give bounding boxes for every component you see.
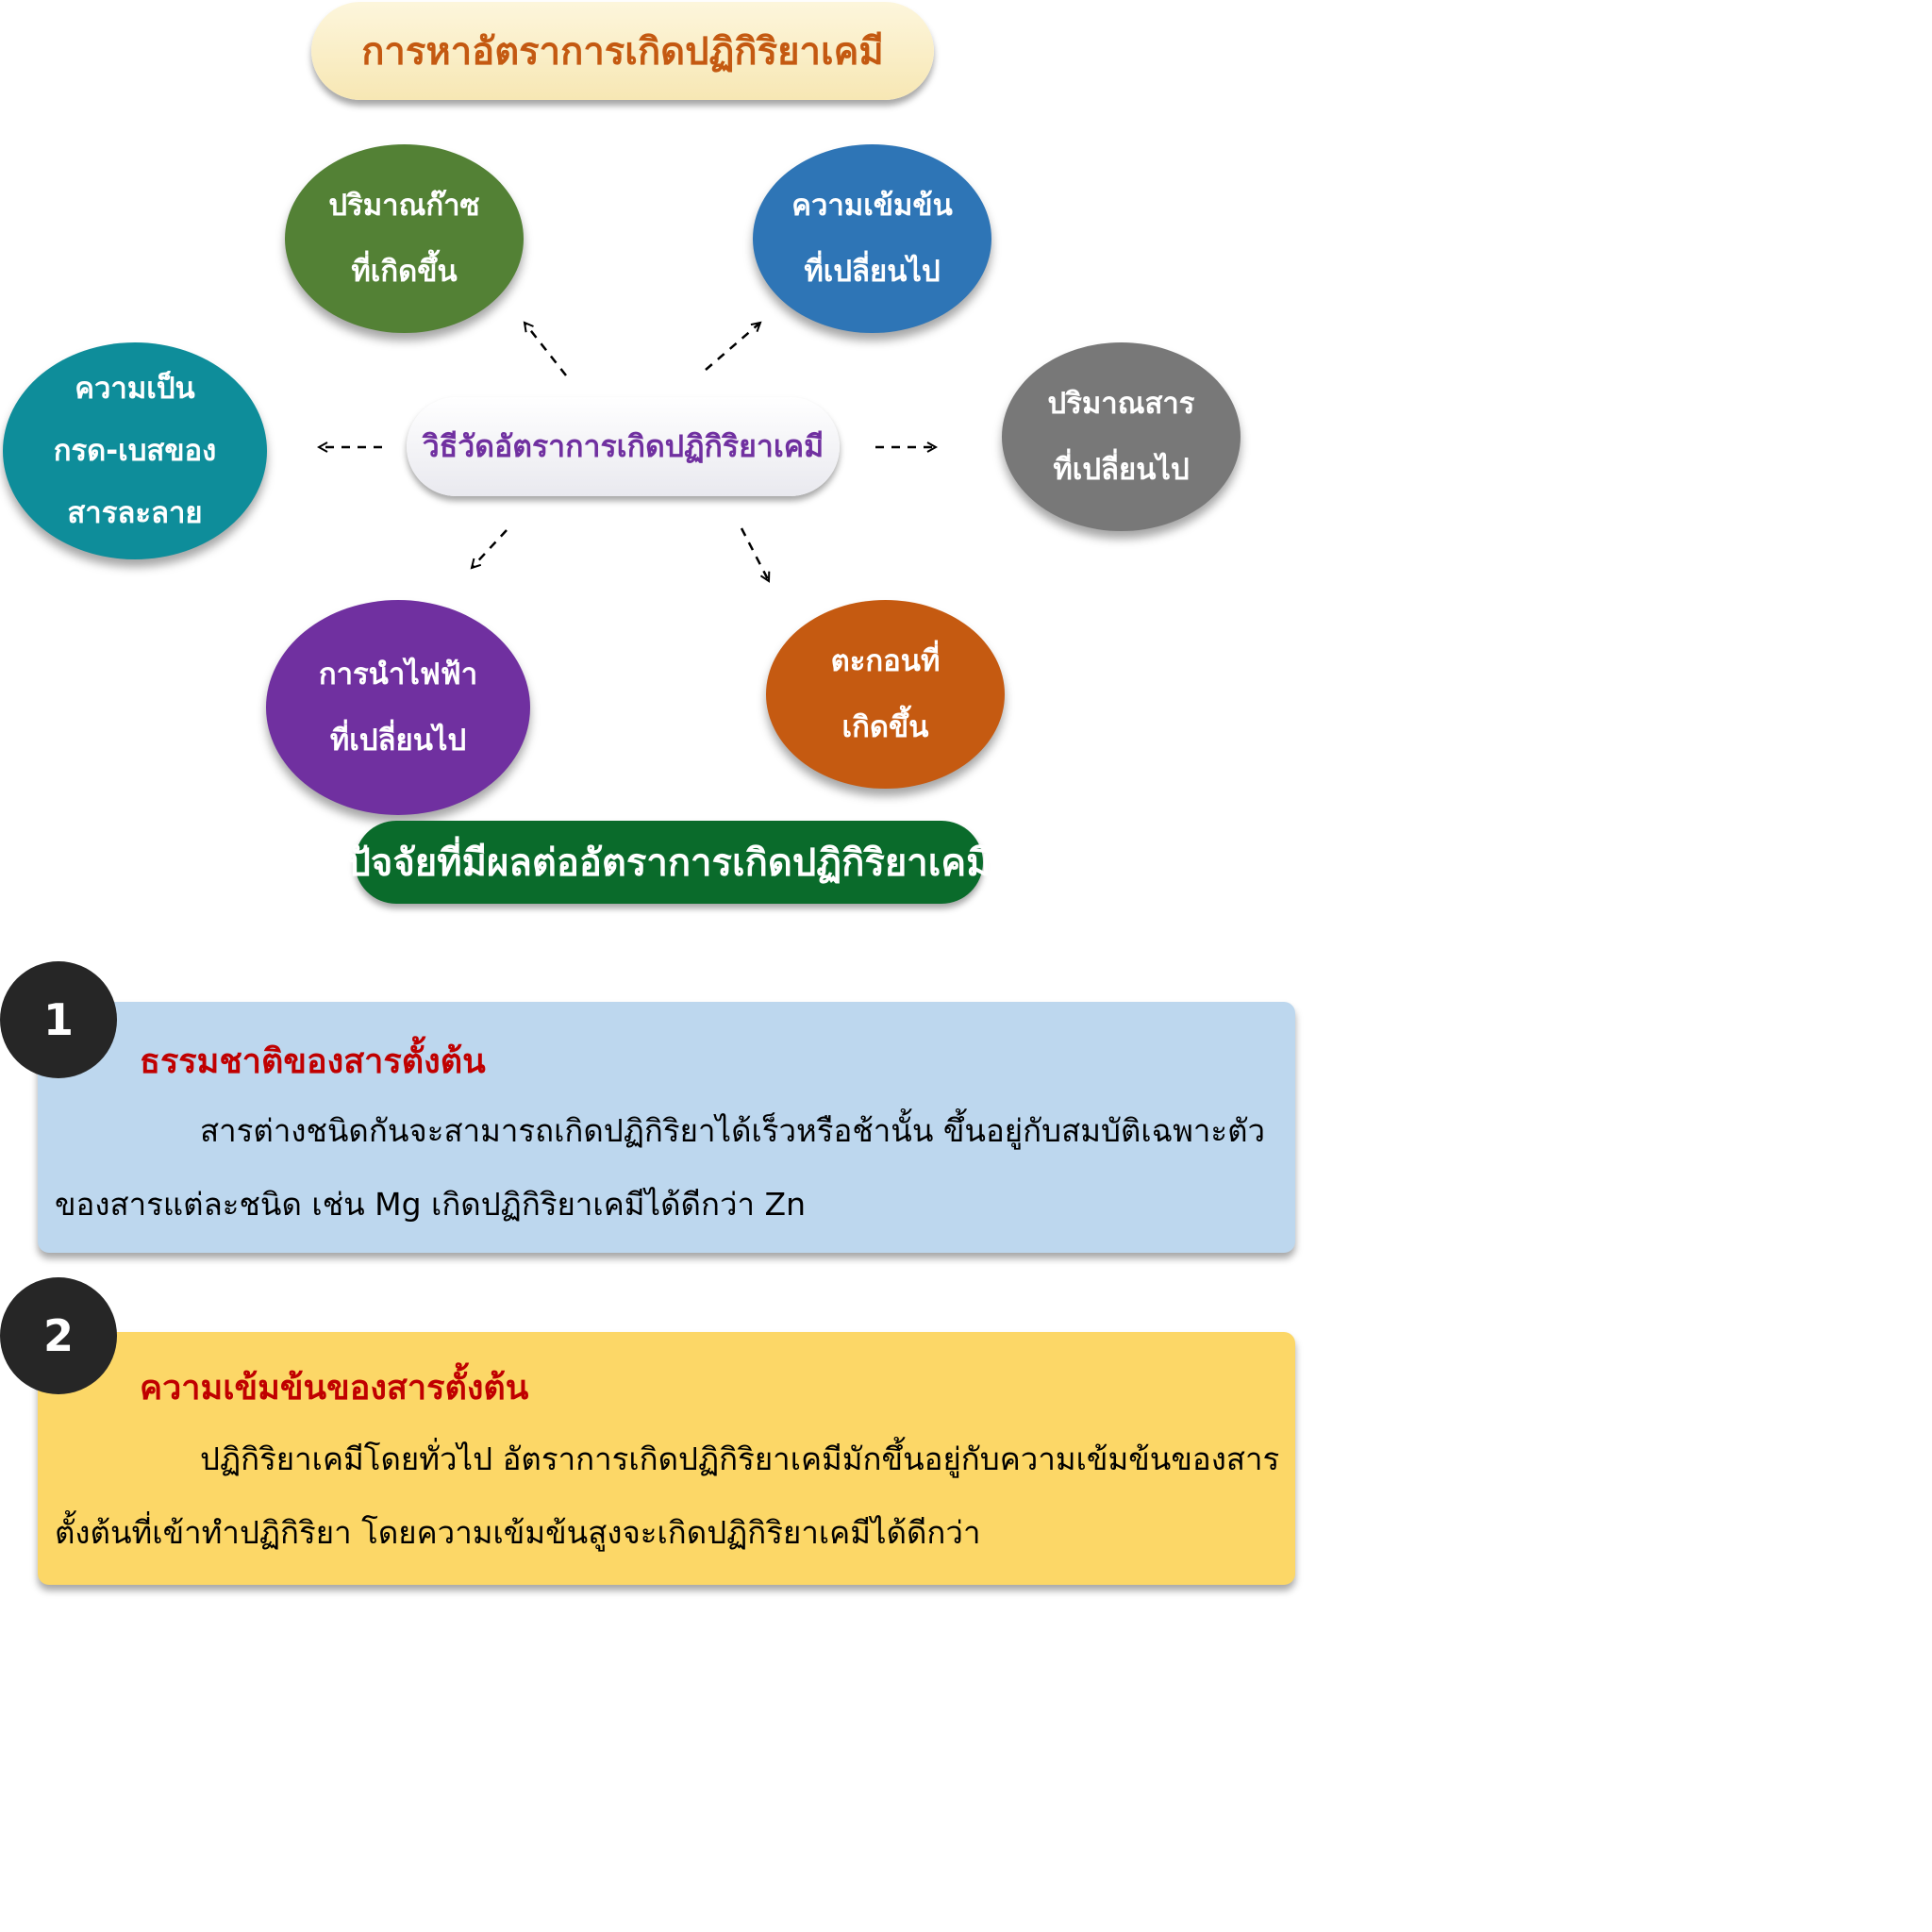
bubble-concentration-line-2: ที่เปลี่ยนไป: [804, 255, 941, 289]
arrow-to-conductivity: [472, 529, 508, 568]
bubble-gas-line-2: ที่เกิดขึ้น: [351, 255, 458, 289]
bubble-substance-line-2: ที่เปลี่ยนไป: [1053, 453, 1190, 487]
bubble-precipitate: ตะกอนที่ เกิดขึ้น: [766, 600, 1005, 789]
bubble-concentration: ความเข้มข้น ที่เปลี่ยนไป: [753, 144, 991, 333]
factors-title-text: ปัจจัยที่มีผลต่ออัตราการเกิดปฏิกิริยาเคม…: [346, 841, 991, 885]
bubble-concentration-line-1: ความเข้มข้น: [791, 189, 953, 223]
factor-2-line-2: ตั้งต้นที่เข้าทำปฏิกิริยา โดยความเข้มข้น…: [55, 1514, 981, 1551]
arrow-to-gas: [525, 323, 567, 376]
title-pill: การหาอัตราการเกิดปฏิกิริยาเคมี: [311, 2, 934, 100]
arrow-to-concentration: [705, 323, 760, 371]
factor-box-1: ธรรมชาติของสารตั้งต้น สารต่างชนิดกันจะสา…: [38, 1002, 1295, 1253]
bubble-conductivity: การนำไฟฟ้า ที่เปลี่ยนไป: [266, 600, 530, 815]
factor-2-line-1: ปฏิกิริยาเคมีโดยทั่วไป อัตราการเกิดปฏิกิ…: [200, 1441, 1280, 1477]
bubble-conductivity-line-1: การนำไฟฟ้า: [318, 658, 478, 691]
title-text: การหาอัตราการเกิดปฏิกิริยาเคมี: [361, 30, 884, 74]
bubble-substance-line-1: ปริมาณสาร: [1047, 387, 1195, 421]
bubble-substance-amount: ปริมาณสาร ที่เปลี่ยนไป: [1002, 342, 1241, 531]
factor-2-number-badge: 2: [0, 1277, 117, 1394]
bubble-precipitate-line-1: ตะกอนที่: [830, 644, 941, 678]
factor-2-number: 2: [42, 1310, 74, 1361]
factor-2-heading: ความเข้มข้นของสารตั้งต้น: [140, 1369, 529, 1407]
factors-title-pill: ปัจจัยที่มีผลต่ออัตราการเกิดปฏิกิริยาเคม…: [347, 821, 991, 904]
bubble-gas-amount: ปริมาณก๊าซ ที่เกิดขึ้น: [285, 144, 524, 333]
bubble-acid-base: ความเป็น กรด-เบสของ สารละลาย: [3, 342, 267, 559]
method-pill: วิธีวัดอัตราการเกิดปฏิกิริยาเคมี: [407, 397, 840, 496]
factor-box-2: ความเข้มข้นของสารตั้งต้น ปฏิกิริยาเคมีโด…: [38, 1332, 1295, 1585]
factor-1-number: 1: [42, 994, 74, 1045]
bubble-conductivity-line-2: ที่เปลี่ยนไป: [329, 724, 467, 758]
arrow-to-precipitate: [740, 527, 769, 581]
factor-1-line-1: สารต่างชนิดกันจะสามารถเกิดปฏิกิริยาได้เร…: [200, 1112, 1266, 1149]
bubble-acid-base-line-2: กรด-เบสของ: [53, 434, 217, 468]
factor-1-line-2: ของสารแต่ละชนิด เช่น Mg เกิดปฏิกิริยาเคม…: [55, 1186, 807, 1223]
bubble-acid-base-line-3: สารละลาย: [67, 496, 203, 530]
bubble-acid-base-line-1: ความเป็น: [75, 372, 195, 406]
method-text: วิธีวัดอัตราการเกิดปฏิกิริยาเคมี: [422, 428, 824, 464]
factor-1-number-badge: 1: [0, 961, 117, 1078]
bubble-gas-line-1: ปริมาณก๊าซ: [328, 189, 480, 223]
bubble-precipitate-line-2: เกิดขึ้น: [841, 710, 929, 744]
factor-1-heading: ธรรมชาติของสารตั้งต้น: [140, 1042, 486, 1081]
